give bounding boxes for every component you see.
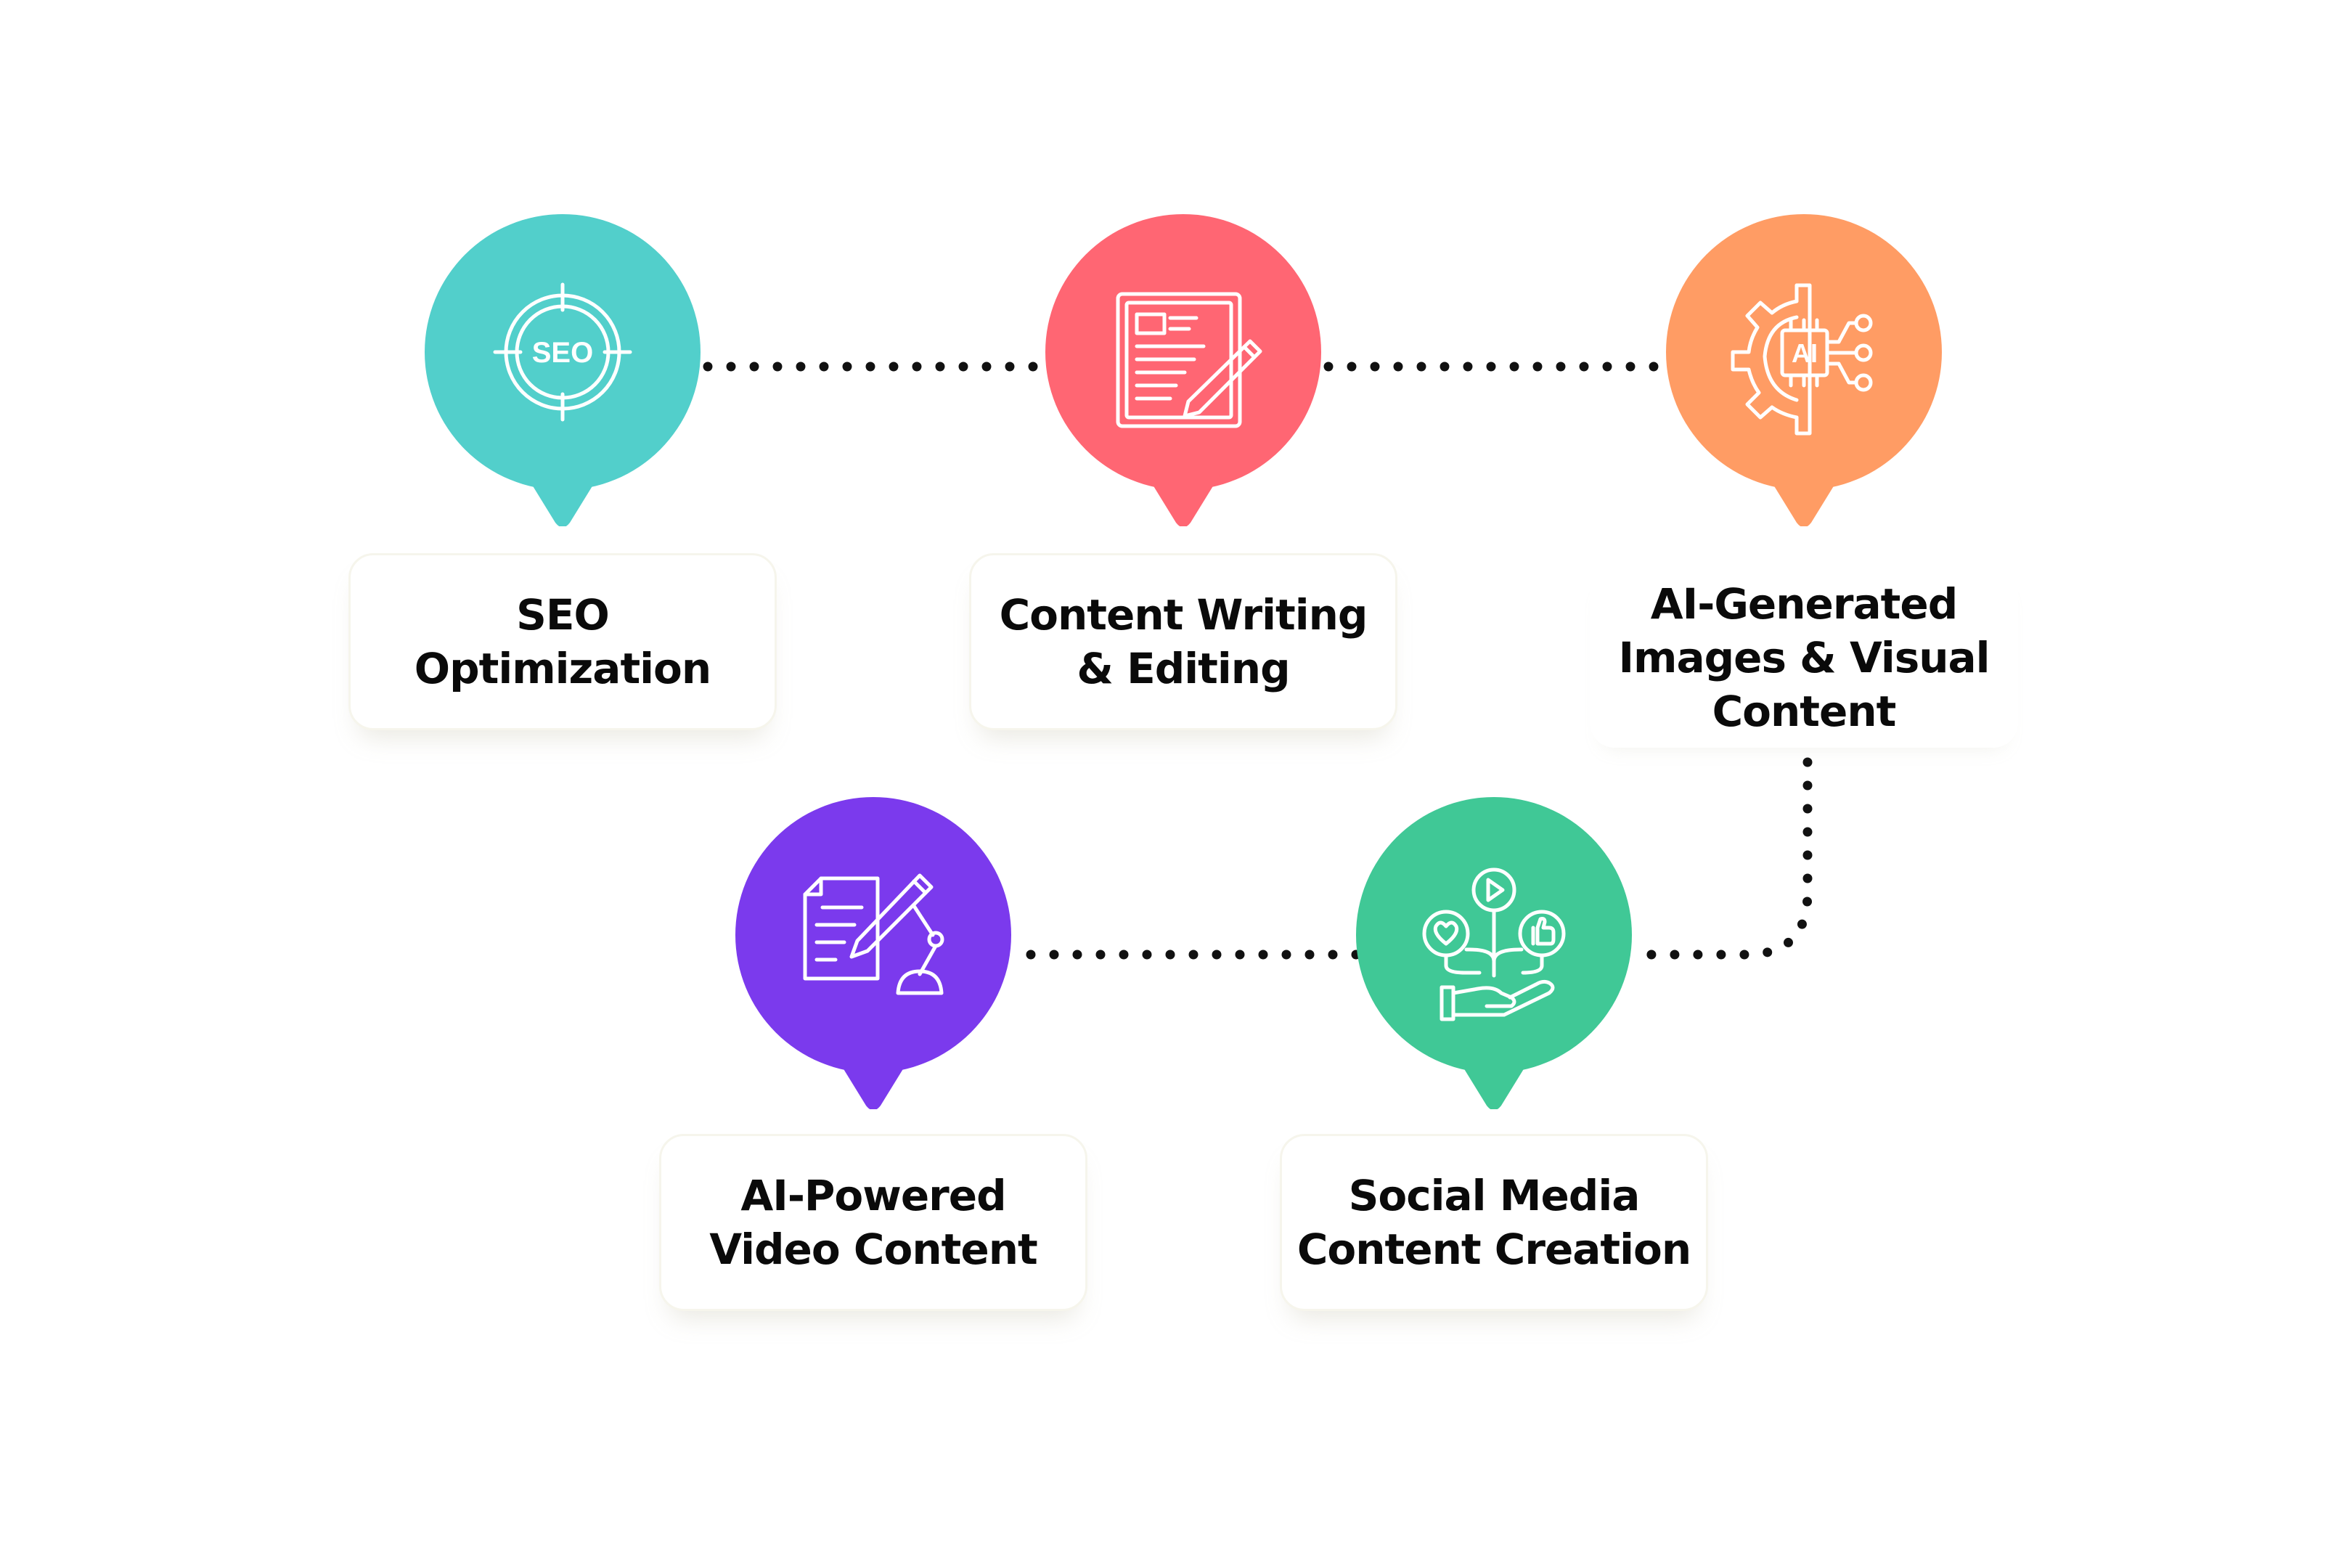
node-ai-generated-images: AI — [1666, 214, 1942, 526]
seo-target-icon: SEO — [425, 214, 701, 526]
ai-icon-text: AI — [1792, 338, 1818, 368]
article-edit-icon — [1045, 214, 1321, 526]
node-seo-optimization: SEO — [425, 214, 701, 526]
node-social-media — [1356, 797, 1632, 1109]
node-content-writing — [1045, 214, 1321, 526]
seo-icon-text: SEO — [532, 337, 593, 369]
label-ai-generated-images: AI-Generated Images & Visual Content — [1618, 579, 1990, 736]
label-social-media: Social Media Content Creation — [1297, 1171, 1691, 1274]
ai-gear-icon: AI — [1666, 214, 1942, 526]
label-content-writing: Content Writing & Editing — [999, 590, 1368, 693]
label-ai-powered-video: AI-Powered Video Content — [709, 1171, 1037, 1274]
social-media-hand-icon — [1356, 797, 1632, 1109]
label-card-ai-video: AI-Powered Video Content — [659, 1134, 1087, 1311]
connector-ai-images-to-social — [1634, 757, 1813, 960]
document-robot-pen-icon — [735, 797, 1011, 1109]
label-card-social-media: Social Media Content Creation — [1280, 1134, 1708, 1311]
node-ai-powered-video — [735, 797, 1011, 1109]
label-card-content-writing: Content Writing & Editing — [969, 553, 1397, 730]
label-seo-optimization: SEO Optimization — [414, 590, 711, 693]
label-card-ai-images: AI-Generated Images & Visual Content — [1590, 568, 2018, 748]
label-card-seo: SEO Optimization — [348, 553, 777, 730]
